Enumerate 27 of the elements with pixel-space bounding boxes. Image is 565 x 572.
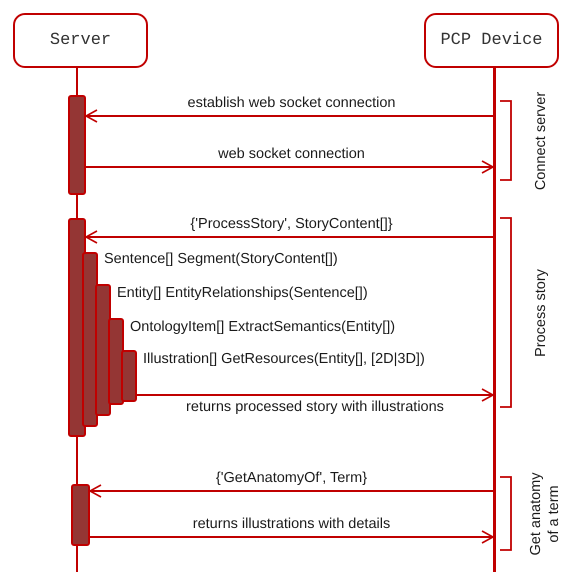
method-call: OntologyItem[] ExtractSemantics(Entity[]): [130, 318, 396, 337]
group-label: Get anatomy of a term: [527, 471, 563, 558]
edge-label: returns processed story with illustrations: [186, 398, 444, 417]
message-arrow: [89, 484, 493, 498]
edge-label: establish web socket connection: [188, 94, 396, 113]
edge-label: {'GetAnatomyOf', Term}: [216, 469, 368, 488]
group-label: Process story: [532, 268, 550, 356]
edge-label: web socket connection: [218, 145, 365, 164]
lifeline-header: [13, 13, 148, 68]
method-call: Illustration[] GetResources(Entity[], [2D|3D]): [143, 350, 425, 369]
edge-label: {'ProcessStory', StoryContent[]}: [190, 215, 393, 234]
message-arrow: [137, 388, 494, 402]
message-arrow: [86, 160, 494, 174]
edge-label: returns illustrations with details: [192, 515, 390, 534]
message-arrow: [90, 530, 494, 544]
method-call: Sentence[] Segment(StoryContent[]): [104, 250, 338, 269]
method-call: Entity[] EntityRelationships(Sentence[]): [117, 284, 368, 303]
message-arrow: [85, 109, 493, 123]
participant-name: PCP Device: [440, 30, 543, 52]
lifeline-header: [424, 13, 559, 68]
activation-bar: [68, 95, 86, 195]
group-label: Connect server: [532, 91, 550, 190]
lifeline: [493, 68, 496, 572]
message-arrow: [85, 230, 493, 244]
activation-bar: [71, 484, 90, 546]
participant-name: Server: [50, 30, 112, 52]
activation-bar: [121, 350, 137, 402]
